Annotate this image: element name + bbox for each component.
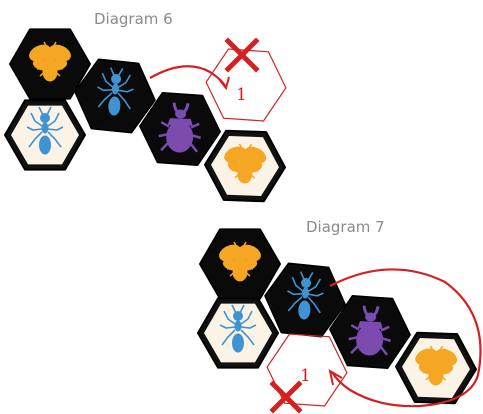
- hive-tile-soldier-ant-white: [4, 99, 86, 171]
- hive-tile-soldier-ant-black: [74, 58, 156, 134]
- arrow-head: [328, 368, 343, 386]
- destination-hex-outline: [266, 333, 348, 407]
- diagram-7-caption: Diagram 7: [306, 218, 385, 236]
- hive-tile-queen-bee-black: [9, 28, 91, 100]
- hive-tile-beetle-black: [329, 295, 411, 369]
- hive-tile-soldier-ant-black: [264, 262, 346, 338]
- diagram-6-caption: Diagram 6: [94, 10, 173, 28]
- hive-tile-queen-bee-white: [204, 129, 286, 203]
- destination-hex-outline: [205, 48, 287, 122]
- hive-tile-queen-bee-white: [395, 331, 477, 405]
- hive-tile-soldier-ant-white: [197, 297, 279, 369]
- arrow-head: [218, 76, 230, 91]
- hive-tile-queen-bee-black: [199, 228, 281, 300]
- move-number-label: 1: [236, 85, 247, 105]
- move-arrow: [149, 65, 226, 87]
- hive-tile-beetle-black: [139, 92, 221, 166]
- move-number-label: 1: [300, 366, 311, 386]
- blocked-x-icon: [224, 37, 260, 73]
- move-arrow: [329, 268, 482, 408]
- blocked-x-icon: [269, 380, 303, 414]
